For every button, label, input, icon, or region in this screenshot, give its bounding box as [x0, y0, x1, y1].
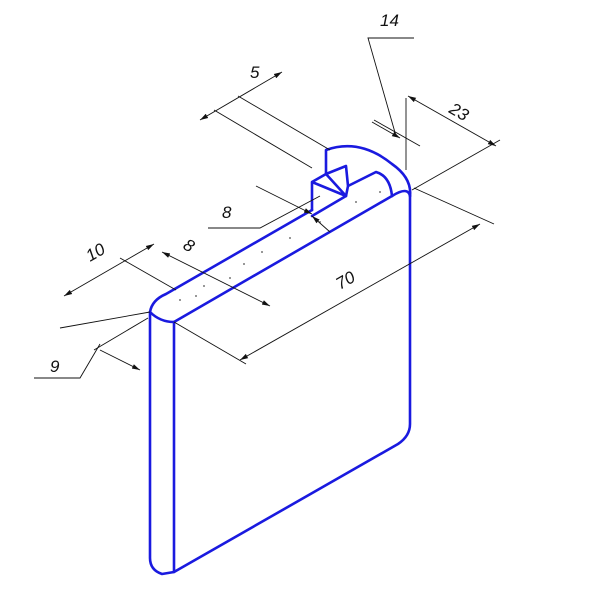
left-face	[148, 310, 176, 576]
flange	[324, 144, 412, 198]
notch	[310, 172, 348, 218]
dim-label-8-notch: 8	[222, 203, 232, 222]
dim-label-23: 23	[445, 99, 472, 126]
dim-label-10: 10	[83, 239, 109, 265]
top-rounded-edge	[390, 189, 412, 198]
top-corner	[148, 310, 176, 324]
dim-label-8-top: 8	[180, 235, 198, 256]
top-front-edge	[172, 194, 394, 324]
top-back-edge	[148, 208, 314, 314]
dim-label-70: 70	[333, 267, 359, 293]
dim-label-5: 5	[250, 63, 260, 82]
part-outline	[148, 144, 412, 576]
dim-label-14: 14	[380, 11, 399, 30]
front-face	[172, 194, 412, 574]
dim-label-9: 9	[50, 357, 60, 376]
dimension-lines	[34, 37, 501, 379]
